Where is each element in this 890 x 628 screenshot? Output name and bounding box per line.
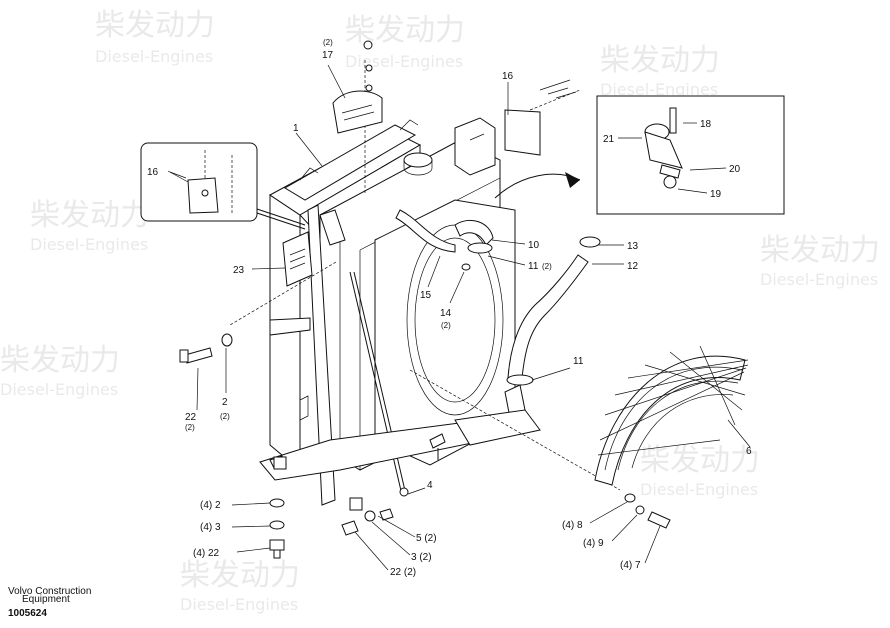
footer: Volvo Construction Equipment 1005624 bbox=[8, 586, 91, 619]
watermark-en: Diesel-Engines bbox=[0, 380, 118, 399]
breather-hose bbox=[395, 209, 456, 253]
callout-19: 19 bbox=[710, 189, 722, 200]
callout-11-upper: 11 bbox=[528, 261, 539, 272]
callout-12: 12 bbox=[627, 261, 639, 272]
callout-11-upper-qty: (2) bbox=[542, 262, 552, 271]
callout-22-lower: 22 (2) bbox=[390, 567, 416, 578]
watermark-en: Diesel-Engines bbox=[345, 52, 463, 71]
watermark-cn: 柴发动力 bbox=[760, 233, 880, 268]
watermark-cn: 柴发动力 bbox=[345, 13, 465, 48]
callout-14: 14 bbox=[440, 308, 452, 319]
callout-9: (4) 9 bbox=[583, 538, 604, 549]
radiator-assembly bbox=[229, 60, 621, 506]
reservoir-tank bbox=[454, 117, 496, 176]
callout-16: 16 bbox=[502, 71, 514, 82]
leader-lines bbox=[169, 64, 751, 571]
callout-22-qty: (2) bbox=[185, 423, 195, 432]
callout-3: 3 (2) bbox=[411, 552, 432, 563]
detail-inset-left bbox=[140, 142, 306, 230]
watermark-cn: 柴发动力 bbox=[30, 198, 150, 233]
callout-20: 20 bbox=[729, 164, 741, 175]
radiator-cap bbox=[403, 152, 433, 168]
callout-5: 5 (2) bbox=[416, 533, 437, 544]
watermark-cn: 柴发动力 bbox=[0, 343, 120, 378]
watermark-en: Diesel-Engines bbox=[640, 480, 758, 499]
callout-3-bulk: (4) 3 bbox=[200, 522, 221, 533]
callout-labels: (2) 17 1 16 16 21 18 20 19 10 13 11 (2) … bbox=[147, 38, 752, 578]
callout-13: 13 bbox=[627, 241, 639, 252]
washer-14 bbox=[461, 263, 471, 271]
callout-4: 4 bbox=[427, 480, 433, 491]
leader-dash bbox=[229, 261, 337, 326]
callout-7: (4) 7 bbox=[620, 560, 641, 571]
callout-11-lower: 11 bbox=[573, 356, 584, 367]
callout-14-qty: (2) bbox=[441, 321, 451, 330]
callout-22-bulk: (4) 22 bbox=[193, 548, 220, 559]
footer-code: 1005624 bbox=[8, 608, 47, 619]
leader-dash bbox=[409, 369, 621, 491]
callout-8: (4) 8 bbox=[562, 520, 583, 531]
callout-17-qty: (2) bbox=[323, 38, 333, 47]
watermark-en: Diesel-Engines bbox=[30, 235, 148, 254]
drain-cock bbox=[429, 433, 446, 449]
footer-sub: Equipment bbox=[22, 594, 70, 605]
detail-inset-right bbox=[596, 95, 785, 215]
hose-clamp-lower bbox=[506, 374, 534, 386]
watermark-cn: 柴发动力 bbox=[640, 443, 760, 478]
hose-clamp-13 bbox=[579, 236, 601, 248]
support-strap bbox=[307, 204, 336, 506]
callout-18: 18 bbox=[700, 119, 712, 130]
arrow-head bbox=[565, 172, 580, 188]
watermark-cn: 柴发动力 bbox=[180, 558, 300, 593]
callout-16-inset: 16 bbox=[147, 167, 159, 178]
callout-17: 17 bbox=[322, 50, 334, 61]
watermark-cn: 柴发动力 bbox=[600, 43, 720, 78]
callout-2: 2 bbox=[222, 397, 228, 408]
callout-2-bulk: (4) 2 bbox=[200, 500, 221, 511]
callout-6: 6 bbox=[746, 446, 752, 457]
footer-brand: Volvo Construction bbox=[8, 586, 91, 597]
callout-2-qty: (2) bbox=[220, 412, 230, 421]
watermark-en: Diesel-Engines bbox=[95, 47, 213, 66]
plate-16-top bbox=[504, 79, 577, 156]
top-rail bbox=[284, 124, 417, 201]
callout-23: 23 bbox=[233, 265, 245, 276]
watermark-en: Diesel-Engines bbox=[600, 80, 718, 99]
fan-guard bbox=[594, 345, 749, 486]
callout-10: 10 bbox=[528, 240, 540, 251]
watermark-en: Diesel-Engines bbox=[180, 595, 298, 614]
fasteners bbox=[179, 333, 671, 559]
cap-17 bbox=[332, 40, 383, 134]
callout-15: 15 bbox=[420, 290, 432, 301]
hose-clamp-11-upper bbox=[467, 242, 493, 254]
callout-1: 1 bbox=[293, 123, 299, 134]
callout-22: 22 bbox=[185, 412, 197, 423]
callout-21: 21 bbox=[603, 134, 615, 145]
watermark-layer: 柴发动力 Diesel-Engines 柴发动力 Diesel-Engines … bbox=[0, 8, 880, 614]
watermark-cn: 柴发动力 bbox=[95, 8, 215, 43]
watermark-en: Diesel-Engines bbox=[760, 270, 878, 289]
